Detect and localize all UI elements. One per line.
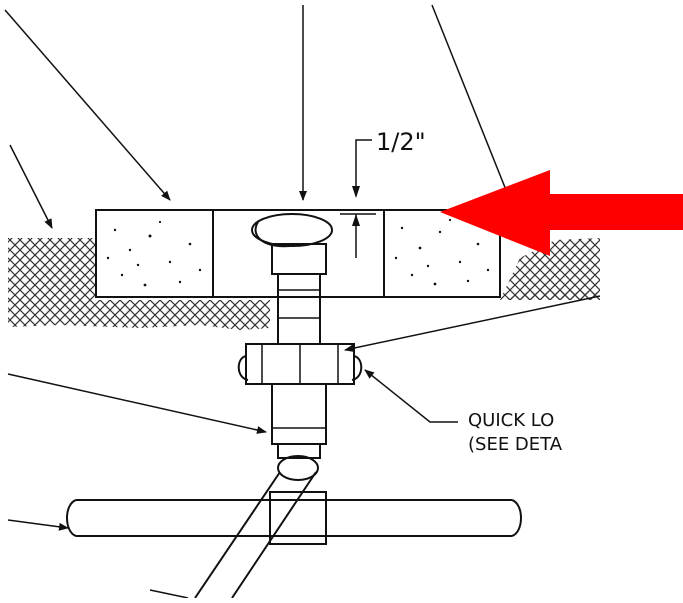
crop-margin bbox=[602, 0, 683, 598]
dimension-half-inch: 1/2" bbox=[340, 128, 426, 258]
leader-lines bbox=[4, 4, 601, 599]
dimension-label: 1/2" bbox=[376, 128, 426, 156]
callout-text: QUICK LO (SEE DETA bbox=[468, 410, 563, 455]
concrete-pad bbox=[95, 209, 501, 298]
valve-lid bbox=[251, 213, 333, 248]
callout-line-2: (SEE DETA bbox=[468, 434, 563, 455]
ground-hatch bbox=[8, 238, 600, 330]
callout-line-1: QUICK LO bbox=[468, 410, 554, 431]
swing-joint bbox=[194, 455, 319, 599]
quick-coupler-valve bbox=[237, 243, 363, 459]
concrete-stipple bbox=[106, 218, 490, 287]
red-highlight-arrow-icon bbox=[440, 170, 683, 256]
lateral-pipe bbox=[66, 491, 522, 545]
